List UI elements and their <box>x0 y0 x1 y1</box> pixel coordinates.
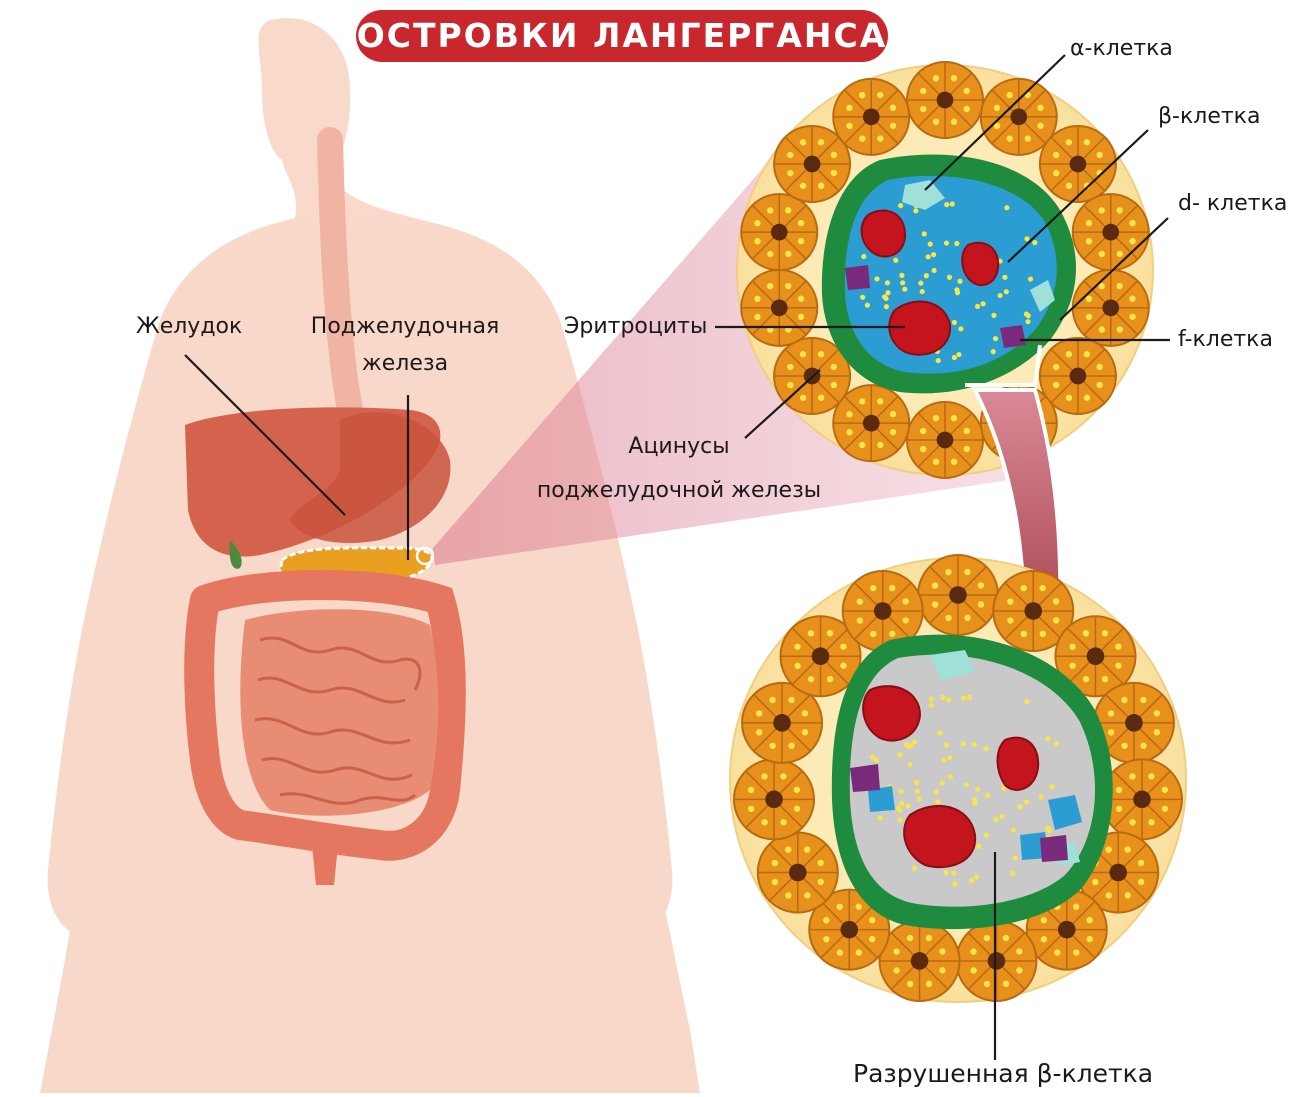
acinus <box>833 79 909 155</box>
acinus <box>1073 194 1149 270</box>
acinus <box>1102 759 1182 839</box>
damaged-islet <box>730 555 1186 1002</box>
label-acini-line1: Ацинусы <box>534 433 824 461</box>
label-acini-line2: поджелудочной железы <box>534 477 824 505</box>
label-f-cell: f-клетка <box>1178 326 1273 354</box>
acinus <box>907 62 983 138</box>
acinus <box>907 402 983 478</box>
label-pancreas-line1: Поджелудочная <box>305 313 505 341</box>
label-pancreas-line2: железа <box>305 350 505 378</box>
label-beta-cell: β-клетка <box>1158 103 1260 131</box>
label-stomach: Желудок <box>136 313 242 341</box>
label-d-cell: d- клетка <box>1178 190 1287 218</box>
acinus <box>734 759 814 839</box>
healthy-islet <box>737 62 1153 478</box>
acinus <box>880 921 960 1001</box>
acinus <box>758 833 838 913</box>
acinus <box>741 194 817 270</box>
acinus <box>918 555 998 635</box>
label-alpha-cell: α-клетка <box>1070 35 1173 63</box>
label-destroyed-beta-cell: Разрушенная β-клетка <box>853 1060 1153 1088</box>
diagram-title: ОСТРОВКИ ЛАНГЕРГАНСА <box>356 10 888 62</box>
acinus <box>956 921 1036 1001</box>
acinus <box>1040 126 1116 202</box>
label-erythrocytes: Эритроциты <box>564 313 707 341</box>
acinus <box>1073 270 1149 346</box>
acinus <box>741 270 817 346</box>
